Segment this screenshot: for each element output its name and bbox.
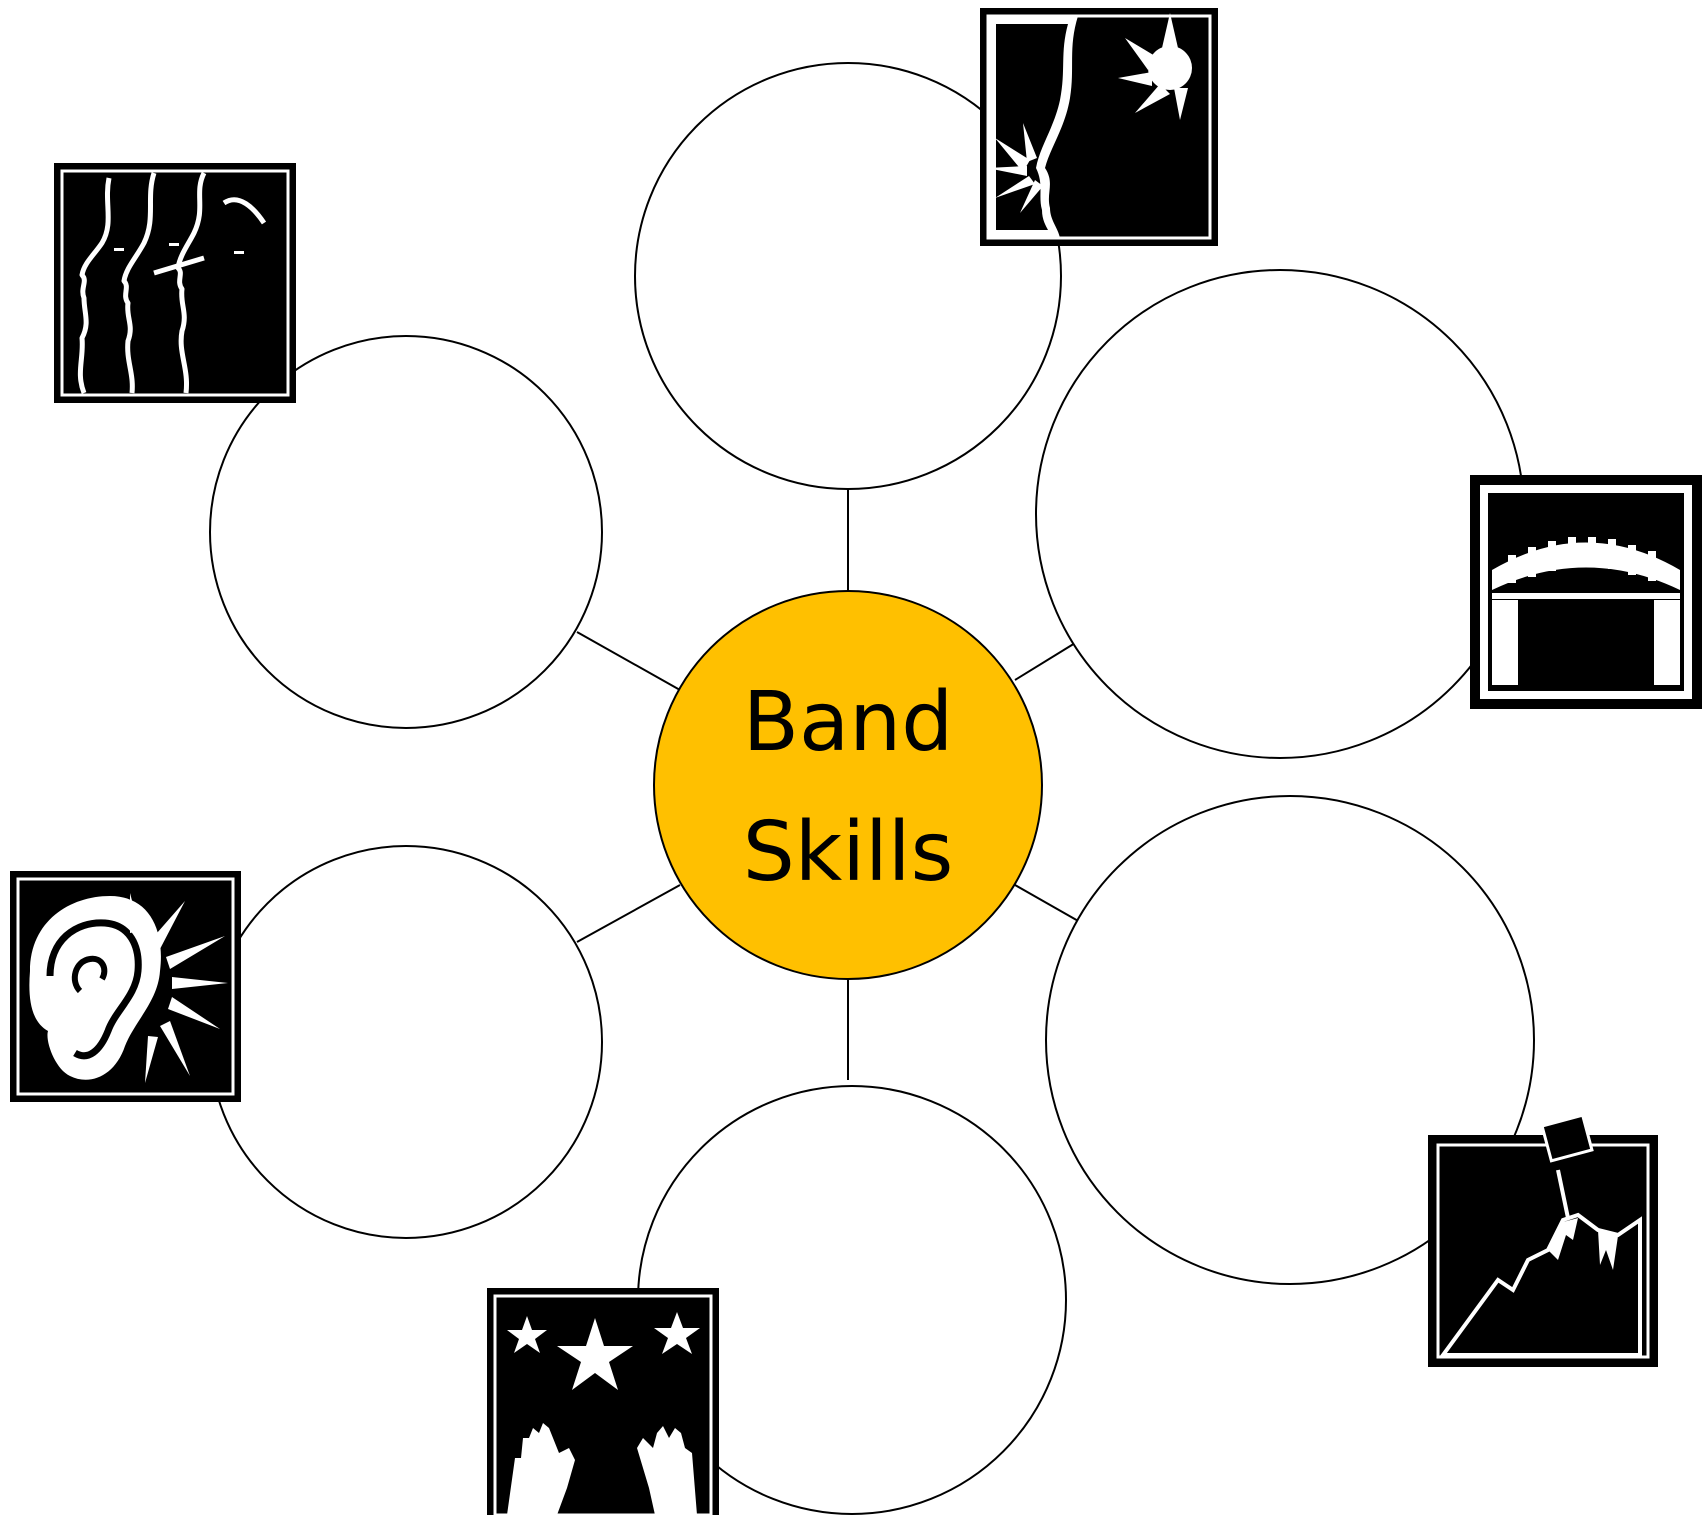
bubble-lower-left[interactable] — [209, 845, 603, 1239]
bubble-lower-right[interactable] — [1045, 795, 1535, 1285]
mountain-summit-flag-icon — [1428, 1113, 1658, 1367]
connectors — [576, 473, 1081, 1080]
bridge-icon — [1470, 475, 1702, 709]
bubbles — [209, 62, 1535, 1515]
singing-profile-icon — [980, 8, 1218, 246]
group-faces-icon — [54, 163, 296, 403]
bubble-upper-left[interactable] — [209, 335, 603, 729]
bubble-upper-right[interactable] — [1035, 269, 1525, 759]
connector-upper-left — [576, 631, 681, 691]
bubble-top[interactable] — [634, 62, 1062, 490]
listening-ear-icon — [10, 871, 241, 1102]
reaching-for-stars-icon — [487, 1288, 719, 1515]
center-hub — [653, 590, 1043, 980]
center-label-line-1: Band — [743, 675, 954, 770]
connector-upper-right — [1014, 639, 1081, 681]
center-label-line-2: Skills — [743, 805, 954, 900]
connector-lower-right — [1014, 884, 1081, 923]
connector-lower-left — [576, 884, 681, 943]
